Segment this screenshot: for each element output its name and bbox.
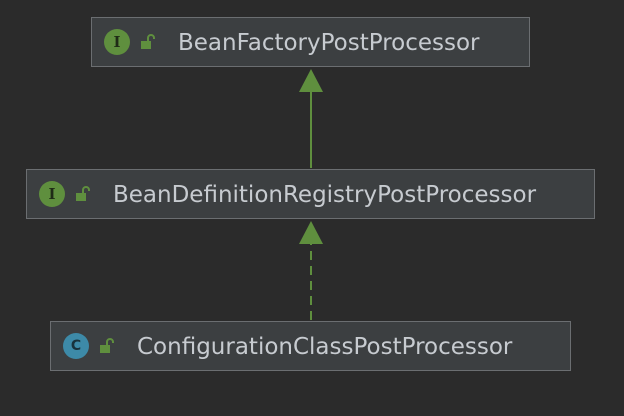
interface-badge-icon: I — [104, 29, 130, 55]
node-label: BeanFactoryPostProcessor — [178, 30, 480, 56]
node-label: ConfigurationClassPostProcessor — [137, 334, 513, 360]
edge-extends — [299, 69, 323, 168]
interface-badge-icon: I — [39, 181, 65, 207]
edge-implements-arrowhead — [299, 221, 323, 244]
edge-implements — [299, 221, 323, 320]
node-label: BeanDefinitionRegistryPostProcessor — [113, 182, 537, 208]
node-configuration-class-post-processor[interactable]: C ConfigurationClassPostProcessor — [50, 321, 571, 371]
class-badge-icon: C — [63, 333, 89, 359]
node-bean-definition-registry-post-processor[interactable]: I BeanDefinitionRegistryPostProcessor — [26, 169, 595, 219]
edge-extends-arrowhead — [299, 69, 323, 92]
unlock-icon — [100, 338, 114, 353]
unlock-icon — [141, 34, 155, 49]
node-bean-factory-post-processor[interactable]: I BeanFactoryPostProcessor — [91, 17, 530, 67]
unlock-icon — [76, 186, 90, 201]
